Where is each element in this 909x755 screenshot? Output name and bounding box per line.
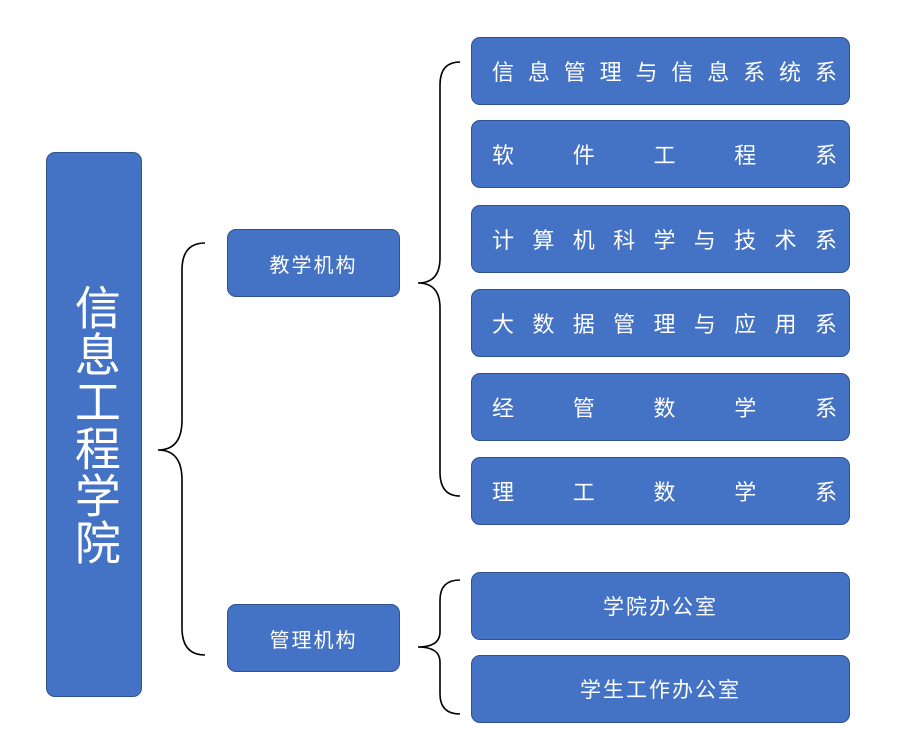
leaf-char: 算 — [532, 229, 555, 254]
leaf-char: 系 — [814, 229, 837, 254]
leaf-char: 据 — [572, 313, 595, 338]
leaf-char: 系 — [814, 61, 837, 86]
leaf-char: 管 — [613, 313, 636, 338]
leaf-char: 经 — [492, 397, 515, 422]
leaf-char: 数 — [653, 397, 676, 422]
leaf-char: 系 — [814, 397, 837, 422]
leaf-char: 学 — [734, 397, 757, 422]
root-node: 信息工程学院 — [46, 152, 142, 697]
leaf-char: 科 — [613, 229, 636, 254]
leaf-node: 学生工作办公室 — [471, 655, 850, 723]
leaf-char: 学 — [734, 481, 757, 506]
leaf-char: 信 — [671, 61, 694, 86]
leaf-char: 理 — [492, 481, 515, 506]
leaf-char: 理 — [599, 61, 622, 86]
leaf-char: 软 — [492, 144, 515, 169]
leaf-char: 用 — [774, 313, 797, 338]
leaf-char: 技 — [734, 229, 757, 254]
leaf-char: 与 — [693, 313, 716, 338]
leaf-char: 数 — [532, 313, 555, 338]
leaf-node: 学院办公室 — [471, 572, 850, 640]
leaf-node: 理工数学系 — [471, 457, 850, 525]
leaf-node: 计算机科学与技术系 — [471, 205, 850, 273]
leaf-node: 经管数学系 — [471, 373, 850, 441]
leaf-char: 与 — [693, 229, 716, 254]
leaf-char: 息 — [527, 61, 550, 86]
leaf-char: 系 — [814, 144, 837, 169]
leaf-node: 信息管理与信息系统系 — [471, 37, 850, 105]
leaf-char: 数 — [653, 481, 676, 506]
leaf-char: 理 — [653, 313, 676, 338]
leaf-node: 软件工程系 — [471, 120, 850, 188]
root-brace — [157, 242, 206, 656]
leaf-char: 件 — [572, 144, 595, 169]
leaf-char: 机 — [572, 229, 595, 254]
teaching-brace — [417, 61, 461, 497]
leaf-char: 管 — [563, 61, 586, 86]
leaf-char: 工 — [572, 481, 595, 506]
leaf-char: 息 — [707, 61, 730, 86]
leaf-char: 大 — [492, 313, 515, 338]
branch-admin: 管理机构 — [227, 604, 400, 672]
leaf-char: 应 — [734, 313, 757, 338]
leaf-char: 系 — [814, 313, 837, 338]
leaf-char: 程 — [734, 144, 757, 169]
leaf-char: 系 — [743, 61, 766, 86]
leaf-char: 计 — [492, 229, 515, 254]
leaf-char: 信 — [492, 61, 515, 86]
leaf-char: 工 — [653, 144, 676, 169]
leaf-char: 与 — [635, 61, 658, 86]
leaf-char: 系 — [814, 481, 837, 506]
leaf-char: 术 — [774, 229, 797, 254]
leaf-node: 大数据管理与应用系 — [471, 289, 850, 357]
admin-brace — [417, 579, 461, 715]
leaf-char: 统 — [779, 61, 802, 86]
leaf-char: 学 — [653, 229, 676, 254]
leaf-char: 管 — [572, 397, 595, 422]
branch-teaching: 教学机构 — [227, 229, 400, 297]
